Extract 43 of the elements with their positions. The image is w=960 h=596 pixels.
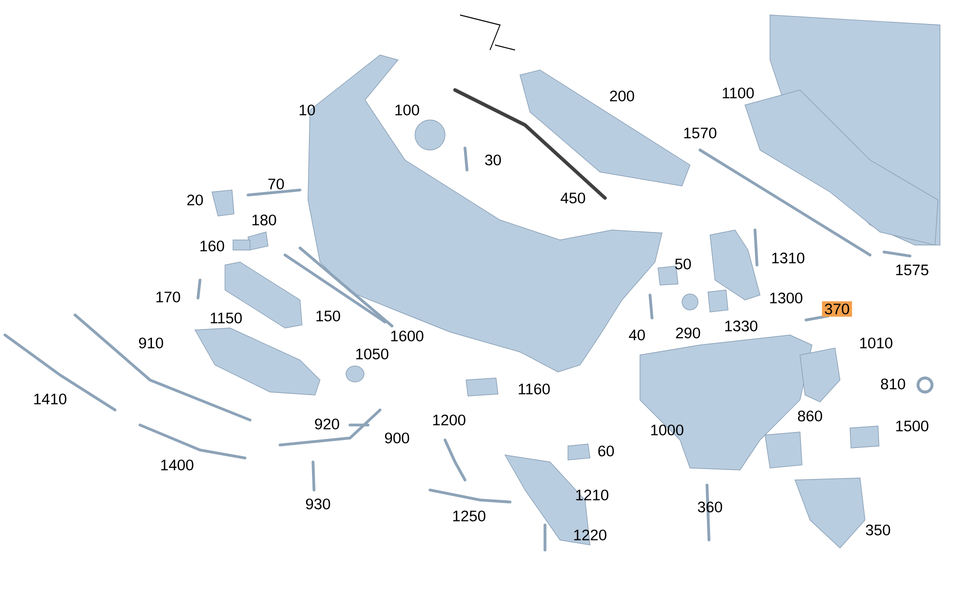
callout-number: 1010 — [860, 338, 892, 348]
callout-number: 30 — [485, 154, 501, 166]
callout-number: 180 — [252, 214, 276, 226]
callout-number: 1300 — [770, 292, 802, 304]
callout-number: 40 — [628, 330, 645, 340]
callout-number: 70 — [268, 178, 284, 190]
callout-number: 160 — [200, 240, 224, 252]
callout-number: 50 — [675, 258, 691, 270]
callout-number: 1400 — [161, 460, 194, 470]
callout-number: 900 — [385, 432, 410, 444]
callout-number: 150 — [316, 310, 340, 322]
callout-number: 810 — [880, 378, 906, 390]
callout-number: 1410 — [34, 394, 66, 404]
callout-number: 1330 — [725, 320, 758, 332]
callout-number: 860 — [798, 410, 822, 422]
callout-number: 20 — [187, 194, 203, 206]
callout-number: 1210 — [576, 490, 608, 500]
highlighted-callout-number: 370 — [822, 301, 852, 317]
callout-number: 10 — [300, 104, 315, 116]
callout-number: 100 — [395, 104, 420, 116]
callout-number: 1200 — [433, 414, 466, 426]
callout-number: 1150 — [210, 312, 242, 324]
callout-number: 910 — [139, 338, 164, 348]
callout-number: 350 — [866, 524, 890, 536]
callout-number: 1570 — [684, 128, 716, 138]
callout-number: 170 — [156, 292, 180, 302]
callout-number: 290 — [676, 328, 700, 338]
callout-number: 1000 — [651, 424, 684, 436]
callout-number: 1310 — [772, 252, 804, 264]
callout-number: 450 — [560, 192, 586, 204]
callout-number: 360 — [698, 502, 722, 512]
callout-number: 1500 — [896, 420, 928, 432]
callout-number: 1160 — [518, 384, 550, 394]
callout-number: 1100 — [722, 88, 754, 98]
callout-number: 1050 — [356, 348, 388, 360]
callout-number: 930 — [306, 498, 330, 510]
callout-number: 1600 — [391, 330, 424, 342]
callout-number: 1575 — [896, 264, 928, 276]
callout-number: 60 — [598, 446, 614, 456]
callout-number: 1220 — [574, 530, 606, 540]
callout-number: 200 — [610, 90, 634, 102]
callout-number: 1250 — [453, 510, 486, 522]
callout-number: 920 — [315, 418, 340, 430]
